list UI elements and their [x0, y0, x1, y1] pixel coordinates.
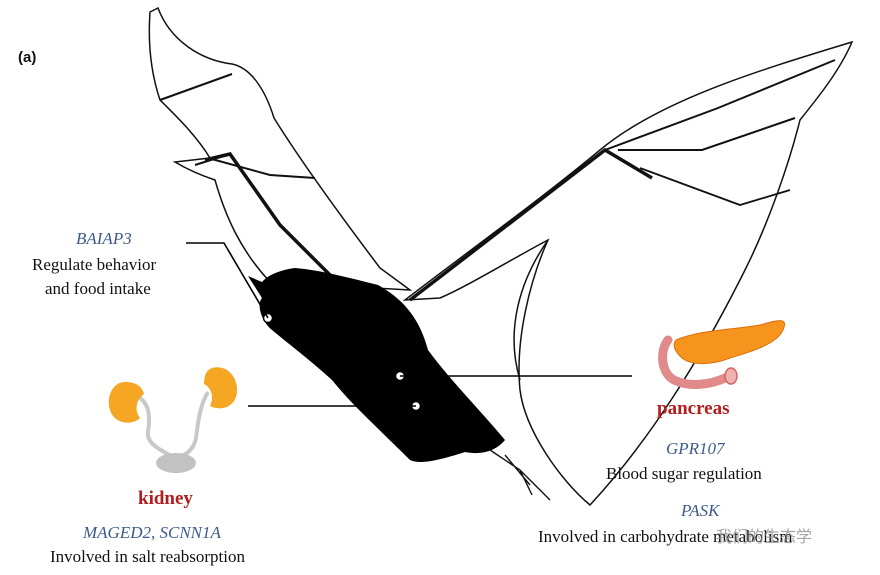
left-kidney — [108, 381, 144, 423]
kidney-desc: Involved in salt reabsorption — [50, 547, 245, 566]
lower-wing-digit-3 — [639, 167, 791, 206]
bat-leg — [489, 449, 551, 501]
brain-desc-line2: and food intake — [45, 279, 151, 298]
right-ureter — [177, 390, 210, 460]
upper-wing-bone-2 — [207, 157, 316, 179]
panel-label: (a) — [18, 49, 37, 66]
lower-wing-digit-2 — [618, 117, 796, 151]
lower-wing-membrane — [402, 40, 854, 507]
lower-wing-digit-1 — [604, 59, 836, 151]
lower-wing-forearm — [408, 147, 653, 302]
pancreas-desc2: Involved in carbohydrate metabolism — [538, 527, 793, 546]
pancreas-duct — [658, 335, 730, 389]
pancreas-illustration — [658, 320, 785, 389]
pancreas-gene2-label: PASK — [681, 501, 720, 520]
upper-wing-forearm — [204, 152, 337, 282]
pancreas-body — [673, 320, 785, 365]
left-ureter — [138, 396, 177, 460]
upper-wing-bone-3 — [194, 153, 231, 166]
kidney-label: kidney — [138, 488, 193, 509]
upper-wing-membrane — [148, 6, 413, 291]
right-kidney — [204, 367, 238, 409]
pancreas-desc1: Blood sugar regulation — [606, 464, 762, 483]
lower-wing-inner-curve — [513, 239, 549, 381]
bat-body — [248, 268, 505, 463]
pancreas-label: pancreas — [657, 398, 730, 419]
bladder — [156, 453, 196, 473]
kidney-illustration — [108, 367, 238, 473]
upper-wing-bone-1 — [159, 73, 233, 101]
brain-desc-line1: Regulate behavior — [32, 255, 157, 274]
pancreas-gene1-label: GPR107 — [666, 439, 725, 458]
watermark-text: 我们的生态学 — [716, 527, 813, 546]
kidney-gene-label: MAGED2, SCNN1A — [83, 523, 221, 542]
brain-connector — [186, 242, 269, 319]
duct-opening — [724, 367, 738, 385]
brain-gene-label: BAIAP3 — [76, 229, 132, 248]
